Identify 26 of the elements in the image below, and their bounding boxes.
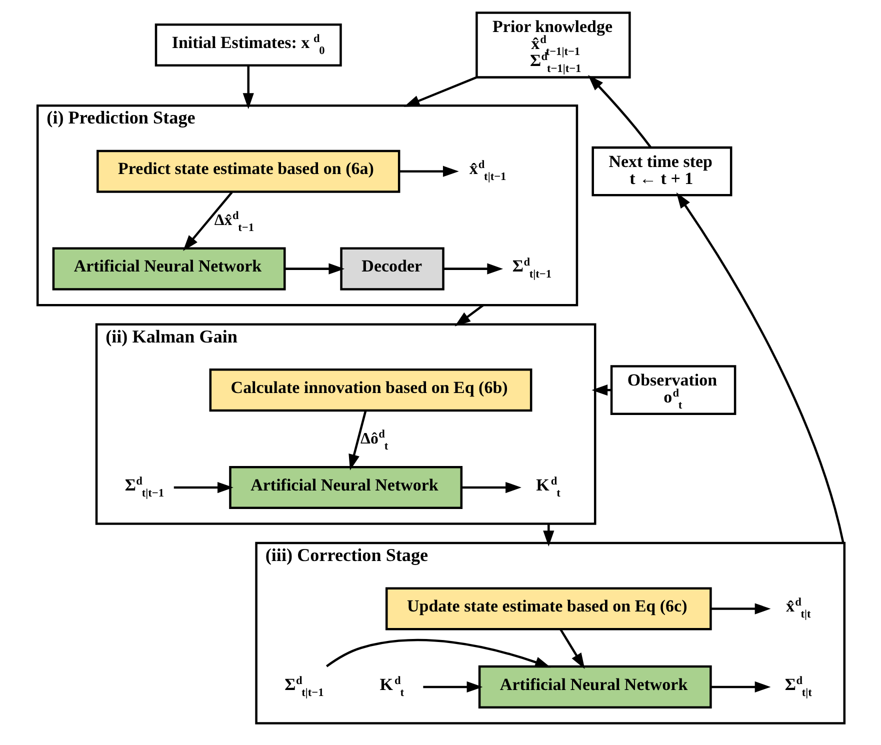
arrow <box>454 304 484 326</box>
arrow <box>676 192 844 544</box>
arrow <box>242 66 254 110</box>
arrow <box>325 638 550 668</box>
node-box: Artificial Neural Network <box>228 466 462 510</box>
arrow <box>398 166 458 177</box>
arrow <box>461 482 521 494</box>
arrow <box>422 681 482 693</box>
arrow <box>348 410 366 470</box>
arrow <box>173 482 233 494</box>
arrow <box>182 191 232 251</box>
arrow <box>710 681 770 693</box>
arrow <box>284 263 344 274</box>
arrow <box>710 603 770 614</box>
node-box: Artificial Neural Network <box>52 247 286 290</box>
node-box: Decoder <box>340 247 444 290</box>
arrow <box>542 524 554 546</box>
arrow <box>559 628 584 669</box>
node-box: Calculate innovation based on Eq (6b) <box>208 368 532 412</box>
node-box: Predict state estimate based on (6a) <box>96 150 400 193</box>
node-box: Next time step t ← t + 1 <box>591 146 732 196</box>
node-box: Update state estimate based on Eq (6c) <box>384 587 712 630</box>
arrow <box>403 76 477 107</box>
node-box: Artificial Neural Network <box>478 665 712 708</box>
arrow <box>588 74 652 148</box>
arrow <box>443 263 503 274</box>
